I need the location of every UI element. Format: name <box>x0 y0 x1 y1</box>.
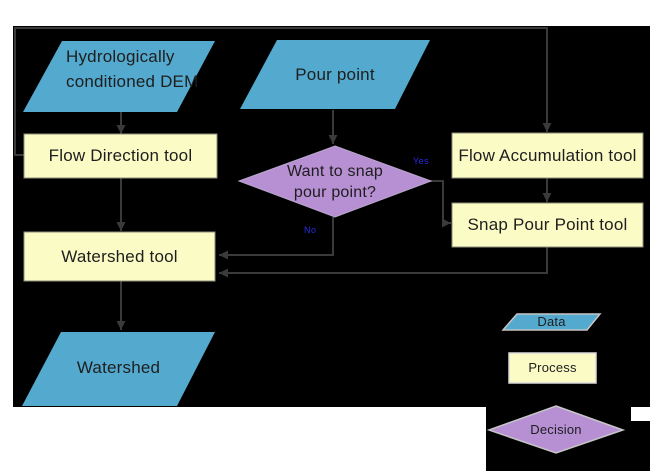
watershed-label: Watershed <box>76 358 161 377</box>
flow-accumulation-label: Flow Accumulation tool <box>458 145 637 165</box>
watershed-tool-label: Watershed tool <box>61 246 178 266</box>
legend-process-label: Process <box>528 360 577 375</box>
snap-pour-point-label: Snap Pour Point tool <box>467 215 628 234</box>
legend-decision-label: Decision <box>530 422 582 437</box>
legend-data-label: Data <box>537 313 566 329</box>
dem-label: Hydrologically conditioned DEM <box>66 47 199 91</box>
decision-label: Want to snap pour point? <box>286 162 384 201</box>
yes-edge-label: Yes <box>413 156 430 166</box>
pour-point-label: Pour point <box>295 64 375 84</box>
flow-direction-label: Flow Direction tool <box>48 146 193 165</box>
no-edge-label: No <box>304 225 317 235</box>
